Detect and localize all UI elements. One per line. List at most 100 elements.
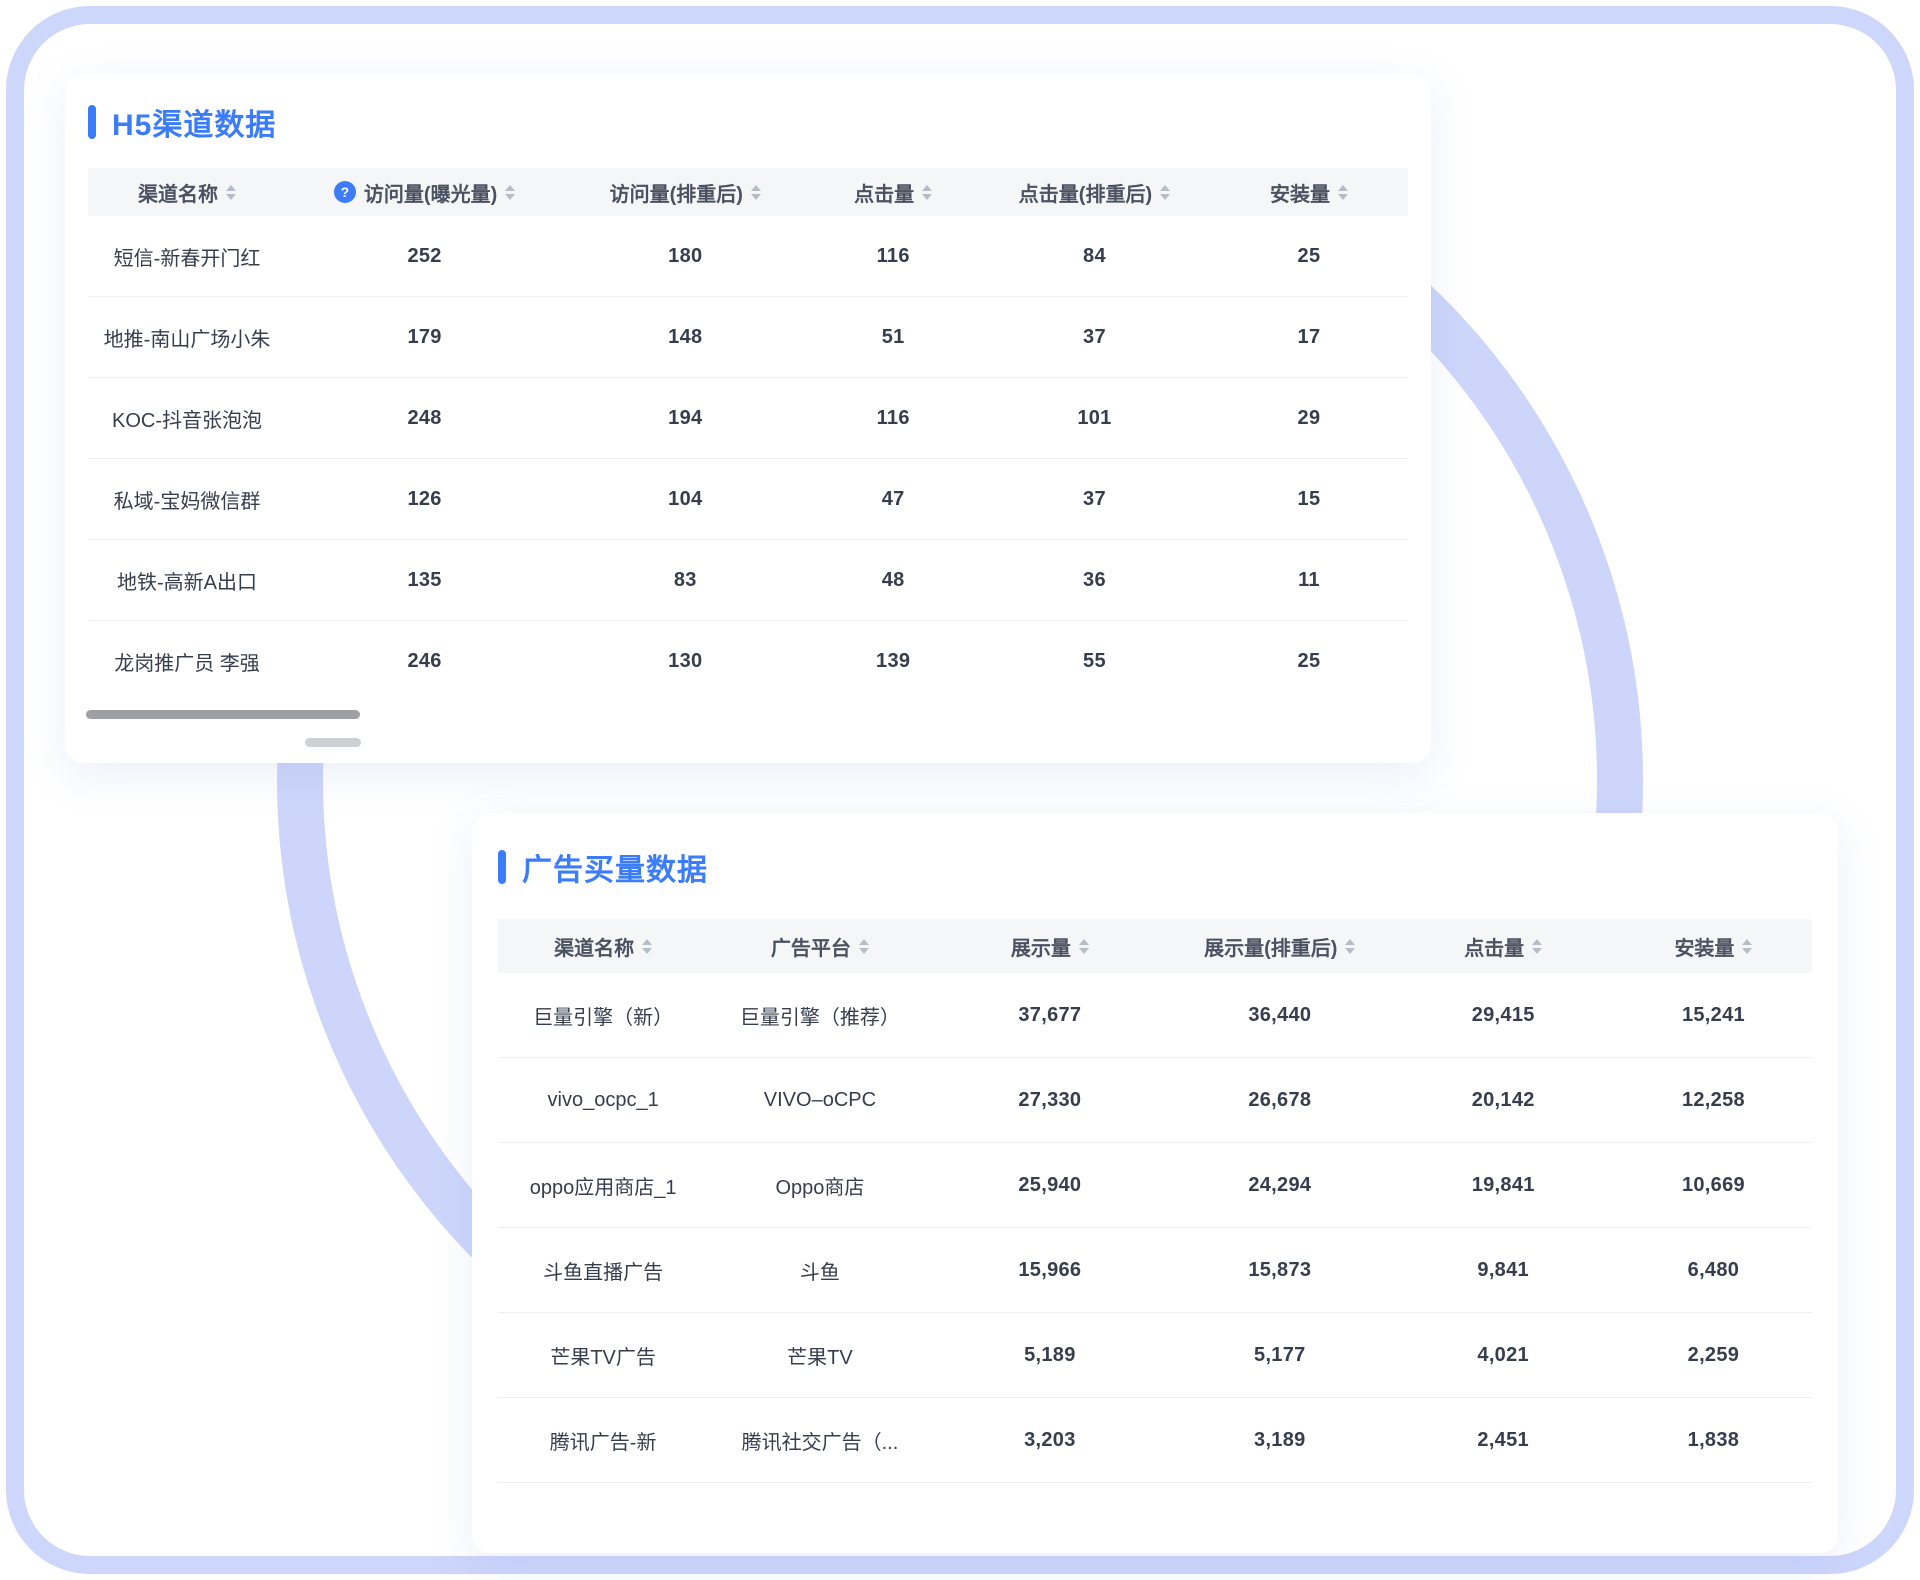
column-header-sortable[interactable]: 广告平台 bbox=[708, 919, 932, 973]
value-cell: 139 bbox=[876, 649, 911, 672]
value-cell: 37,677 bbox=[931, 973, 1169, 1058]
page-title: 广告买量数据 bbox=[522, 854, 708, 887]
value-cell: 116 bbox=[807, 377, 979, 459]
column-header-sortable[interactable]: 点击量 bbox=[1391, 919, 1615, 973]
value-cell: 180 bbox=[563, 216, 808, 297]
horizontal-scrollbar-thumb[interactable] bbox=[86, 710, 360, 719]
column-header-sortable[interactable]: 渠道名称 bbox=[498, 919, 709, 973]
value-cell: 2,259 bbox=[1614, 1312, 1812, 1398]
value-cell: 101 bbox=[978, 377, 1210, 459]
value-cell: 135 bbox=[286, 539, 564, 621]
value-cell: 47 bbox=[807, 458, 979, 540]
column-header-sortable[interactable]: 展示量(排重后) bbox=[1168, 919, 1392, 973]
column-header-sortable[interactable]: 展示量 bbox=[931, 919, 1169, 973]
channel-name-cell: 巨量引擎（新） bbox=[498, 973, 709, 1058]
column-header-sortable[interactable]: 访问量(排重后) bbox=[563, 168, 808, 216]
value-cell: 12,258 bbox=[1614, 1057, 1812, 1143]
value-cell: 37 bbox=[978, 458, 1210, 540]
column-header-sortable[interactable]: 点击量(排重后) bbox=[978, 168, 1210, 216]
channel-name-cell: 地推-南山广场小朱 bbox=[88, 296, 286, 378]
sort-icon bbox=[858, 938, 869, 954]
value-cell: 2,451 bbox=[1391, 1397, 1615, 1483]
column-header-label: 点击量(排重后) bbox=[1018, 183, 1153, 206]
value-cell: 5,189 bbox=[931, 1312, 1169, 1398]
value-cell: 126 bbox=[286, 458, 564, 540]
value-cell: 1,838 bbox=[1614, 1397, 1812, 1483]
sort-icon bbox=[1078, 938, 1089, 954]
column-header-label: 点击量 bbox=[854, 183, 915, 206]
sort-icon bbox=[226, 184, 236, 200]
h5-channel-table: 渠道名称?访问量(曝光量) 访问量(排重后) 点击量 点击量(排重后) 安装量 短信-新… bbox=[88, 168, 1408, 701]
value-cell: 36,440 bbox=[1168, 973, 1392, 1058]
value-cell: 252 bbox=[286, 216, 564, 297]
title-accent-bar bbox=[498, 850, 506, 884]
value-cell: 25 bbox=[1297, 649, 1321, 672]
sort-icon bbox=[1742, 938, 1753, 954]
sort-icon bbox=[642, 938, 653, 954]
h5-table-header-row: 渠道名称?访问量(曝光量) 访问量(排重后) 点击量 点击量(排重后) 安装量 bbox=[88, 168, 1408, 216]
value-cell: 5,177 bbox=[1168, 1312, 1392, 1398]
value-cell: 15,966 bbox=[931, 1227, 1169, 1313]
column-header-label: 访问量(排重后) bbox=[609, 183, 743, 206]
horizontal-scrollbar-thumb-secondary[interactable] bbox=[305, 738, 361, 747]
value-cell: 斗鱼 bbox=[708, 1227, 932, 1313]
ad-buying-card: 广告买量数据 渠道名称 广告平台 展示量展示量(排重后)点击量 安装量 巨量引擎（新）… bbox=[472, 813, 1838, 1553]
channel-name-cell: 短信-新春开门红 bbox=[88, 216, 286, 297]
column-header-sortable[interactable]: 点击量 bbox=[807, 168, 979, 216]
h5-card-title: H5渠道数据 bbox=[88, 100, 1431, 144]
value-cell: 25 bbox=[1209, 216, 1408, 297]
sort-icon bbox=[922, 184, 933, 200]
value-cell: 10,669 bbox=[1614, 1142, 1812, 1228]
value-cell: 17 bbox=[1209, 296, 1408, 378]
value-cell: 3,203 bbox=[931, 1397, 1169, 1483]
value-cell: 37 bbox=[978, 296, 1210, 378]
column-header-sortable[interactable]: 安装量 bbox=[1614, 919, 1812, 973]
column-header-sortable[interactable]: ?访问量(曝光量) bbox=[286, 168, 564, 216]
value-cell: 26,678 bbox=[1168, 1057, 1392, 1143]
value-cell: 3,189 bbox=[1168, 1397, 1392, 1483]
value-cell: 248 bbox=[286, 377, 564, 459]
channel-name-cell: 地铁-高新A出口 bbox=[88, 539, 286, 621]
value-cell: 19,841 bbox=[1391, 1142, 1615, 1228]
page-title: H5渠道数据 bbox=[112, 109, 277, 142]
column-header-sortable[interactable]: 安装量 bbox=[1209, 168, 1408, 216]
column-header-sortable[interactable]: 渠道名称 bbox=[88, 168, 286, 216]
column-header-label: 安装量 bbox=[1269, 183, 1330, 206]
value-cell: 29 bbox=[1209, 377, 1408, 459]
channel-name-cell: vivo_ocpc_1 bbox=[498, 1057, 709, 1143]
value-cell: 83 bbox=[563, 539, 808, 621]
value-cell: 29,415 bbox=[1391, 973, 1615, 1058]
channel-name-cell: 斗鱼直播广告 bbox=[498, 1227, 709, 1313]
channel-name-cell: 龙岗推广员 李强 bbox=[114, 652, 260, 675]
value-cell: 9,841 bbox=[1391, 1227, 1615, 1313]
channel-name-cell: oppo应用商店_1 bbox=[498, 1142, 709, 1228]
help-icon[interactable]: ? bbox=[333, 181, 356, 203]
value-cell: 55 bbox=[1083, 649, 1106, 672]
sort-icon bbox=[1160, 184, 1171, 200]
value-cell: 246 bbox=[407, 649, 442, 672]
value-cell: 48 bbox=[807, 539, 979, 621]
channel-name-cell: 腾讯广告-新 bbox=[498, 1397, 709, 1483]
column-header-label: 安装量 bbox=[1674, 937, 1735, 960]
column-header-label: 广告平台 bbox=[770, 937, 851, 960]
value-cell: 194 bbox=[563, 377, 808, 459]
value-cell: 15 bbox=[1209, 458, 1408, 540]
sort-icon bbox=[1345, 938, 1356, 954]
value-cell: 腾讯社交广告（... bbox=[708, 1397, 932, 1483]
value-cell: 25,940 bbox=[931, 1142, 1169, 1228]
channel-name-cell: 私域-宝妈微信群 bbox=[88, 458, 286, 540]
h5-channel-card: H5渠道数据 渠道名称?访问量(曝光量) 访问量(排重后) 点击量 点击量(排重后) 安… bbox=[65, 75, 1431, 763]
value-cell: 84 bbox=[978, 216, 1210, 297]
value-cell: 4,021 bbox=[1391, 1312, 1615, 1398]
channel-name-cell: KOC-抖音张泡泡 bbox=[88, 377, 286, 459]
ad-card-title: 广告买量数据 bbox=[498, 845, 1838, 889]
